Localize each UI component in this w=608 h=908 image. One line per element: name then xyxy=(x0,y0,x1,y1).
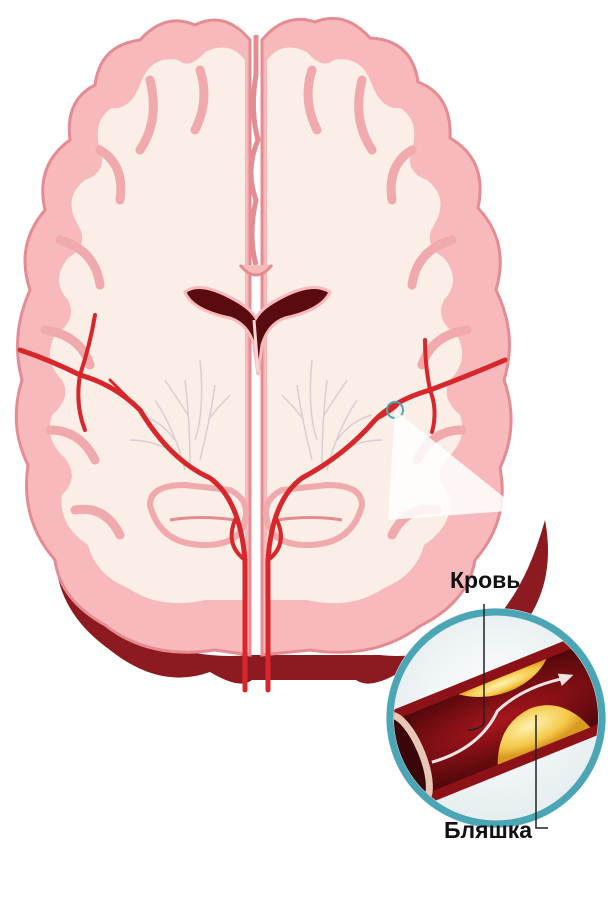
blood-label: Кровь xyxy=(450,567,520,593)
plaque-label: Бляшка xyxy=(444,817,532,843)
longitudinal-fissure xyxy=(251,35,258,265)
